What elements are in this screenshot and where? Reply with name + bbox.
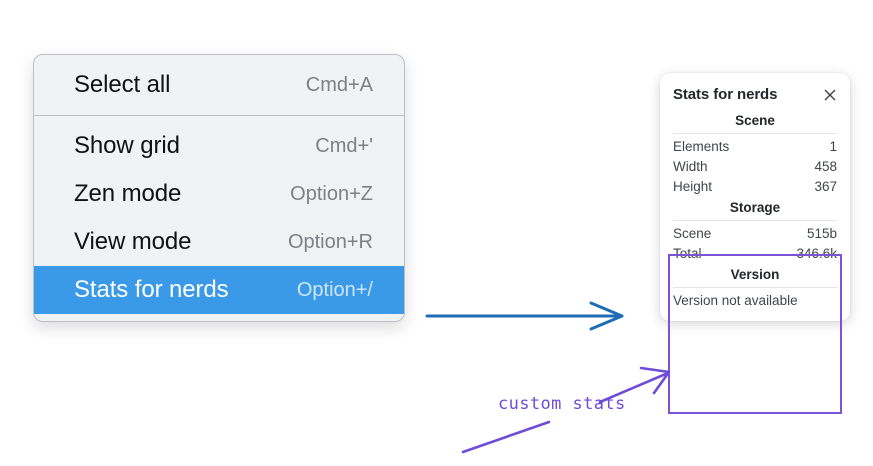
stat-value: 1 [829, 138, 837, 154]
stat-label: Width [673, 158, 708, 174]
section-heading-storage: Storage [729, 200, 781, 215]
stat-value: 346.6k [796, 245, 837, 261]
menu-item-select-all[interactable]: Select all Cmd+A [34, 61, 404, 109]
menu-item-label: Select all [74, 71, 171, 98]
purple-arrow-annotation [598, 366, 671, 404]
stats-for-nerds-panel: Stats for nerds Scene Elements 1 Width 4… [660, 73, 850, 321]
menu-item-shortcut: Option+/ [296, 278, 373, 301]
menu-item-stats-for-nerds[interactable]: Stats for nerds Option+/ [34, 266, 404, 314]
menu-group-selection: Select all Cmd+A [34, 61, 404, 115]
stat-row-height: Height 367 [660, 176, 850, 196]
menu-group-view: Show grid Cmd+' Zen mode Option+Z View m… [34, 115, 404, 314]
section-heading-version: Version [730, 267, 780, 282]
section-divider [673, 220, 837, 221]
stat-value: 515b [806, 225, 837, 241]
stat-row-storage-total: Total 346.6k [660, 243, 850, 263]
menu-item-label: View mode [74, 228, 192, 255]
custom-stats-annotation-label: custom stats [498, 394, 626, 414]
section-heading-scene: Scene [735, 113, 775, 128]
stat-value: 367 [814, 178, 837, 194]
stats-panel-title: Stats for nerds [673, 86, 778, 103]
menu-item-shortcut: Option+Z [290, 182, 373, 205]
close-icon[interactable] [822, 87, 838, 103]
menu-item-zen-mode[interactable]: Zen mode Option+Z [34, 170, 404, 218]
context-menu: Select all Cmd+A Show grid Cmd+' Zen mod… [33, 54, 405, 322]
menu-item-label: Stats for nerds [74, 276, 229, 303]
stat-row-width: Width 458 [660, 156, 850, 176]
menu-item-label: Zen mode [74, 180, 182, 207]
menu-item-shortcut: Option+R [287, 230, 373, 253]
menu-item-shortcut: Cmd+' [315, 134, 373, 157]
stat-label: Height [673, 178, 713, 194]
menu-item-shortcut: Cmd+A [305, 73, 373, 96]
section-divider [673, 287, 837, 288]
stat-label: Elements [673, 138, 730, 154]
stat-label: Scene [673, 225, 712, 241]
version-status-text: Version not available [673, 293, 798, 308]
menu-item-show-grid[interactable]: Show grid Cmd+' [34, 122, 404, 170]
purple-underline-annotation [461, 420, 551, 454]
section-divider [673, 133, 837, 134]
stat-row-storage-scene: Scene 515b [660, 223, 850, 243]
menu-item-label: Show grid [74, 132, 180, 159]
stat-row-elements: Elements 1 [660, 136, 850, 156]
stat-label: Total [673, 245, 702, 261]
menu-item-view-mode[interactable]: View mode Option+R [34, 218, 404, 266]
blue-arrow-annotation [425, 301, 624, 331]
stat-value: 458 [814, 158, 837, 174]
stats-panel-header: Stats for nerds [660, 83, 850, 109]
